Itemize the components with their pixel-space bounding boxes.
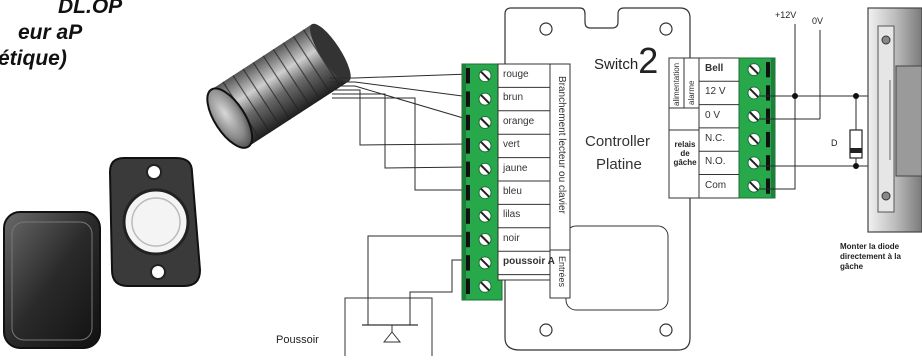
electric-strike	[867, 7, 922, 233]
alimentation-group-label: alimentation	[672, 62, 681, 106]
lock-wiring	[760, 24, 878, 190]
controller-label: Controller	[585, 133, 651, 150]
junction-dot	[853, 93, 859, 99]
entrees-label: Entrées	[557, 256, 567, 288]
right-terminal-block	[668, 57, 776, 199]
reader-bezel	[108, 157, 202, 287]
alarme-group-label: alarme	[687, 80, 696, 105]
right-terminal-label: Com	[705, 179, 727, 191]
diode-symbol	[849, 129, 863, 159]
left-terminal-label: brun	[503, 92, 524, 104]
left-terminal-label: rouge	[503, 69, 529, 80]
right-terminal-label: N.O.	[705, 156, 726, 168]
left-terminal-label: bleu	[503, 186, 522, 197]
reader-group-label: Branchement lecteur ou clavier	[556, 76, 567, 214]
left-terminal-label: jaune	[503, 162, 528, 174]
brand-logo: Switch2	[594, 40, 659, 81]
junction-dot	[853, 163, 859, 169]
relais-group-label: relais de gâche	[673, 140, 697, 167]
diode-note: Monter la diode directement à la gâche	[840, 242, 901, 271]
cylinder-reader	[206, 23, 351, 149]
title-line-1: DL.OP	[58, 0, 123, 18]
platine-label: Platine	[596, 156, 642, 173]
reader-cable	[330, 73, 471, 191]
left-terminal-label: lilas	[503, 209, 521, 221]
right-terminal-label: 0 V	[705, 109, 721, 121]
left-terminal-block	[461, 63, 571, 301]
supply-zero-label: 0V	[812, 16, 824, 26]
right-terminal-label: Bell	[705, 63, 724, 74]
right-terminal-label: 12 V	[705, 86, 726, 98]
left-terminal-label: orange	[503, 115, 535, 127]
title-line-3: étique)	[0, 47, 67, 70]
right-terminal-label: N.C.	[705, 132, 725, 144]
left-terminal-label: poussoir A	[503, 256, 555, 268]
supply-plus-label: +12V	[775, 10, 797, 20]
left-terminal-label: noir	[503, 232, 520, 244]
left-terminal-label: vert	[503, 139, 520, 151]
pushbutton	[344, 297, 433, 356]
pushbutton-wires	[367, 235, 470, 325]
pushbutton-label: Poussoir	[276, 334, 319, 346]
junction-dot	[792, 93, 798, 99]
title-line-2: eur aP	[18, 21, 83, 44]
keypad-device	[3, 211, 101, 349]
diode-label: D	[831, 138, 838, 148]
